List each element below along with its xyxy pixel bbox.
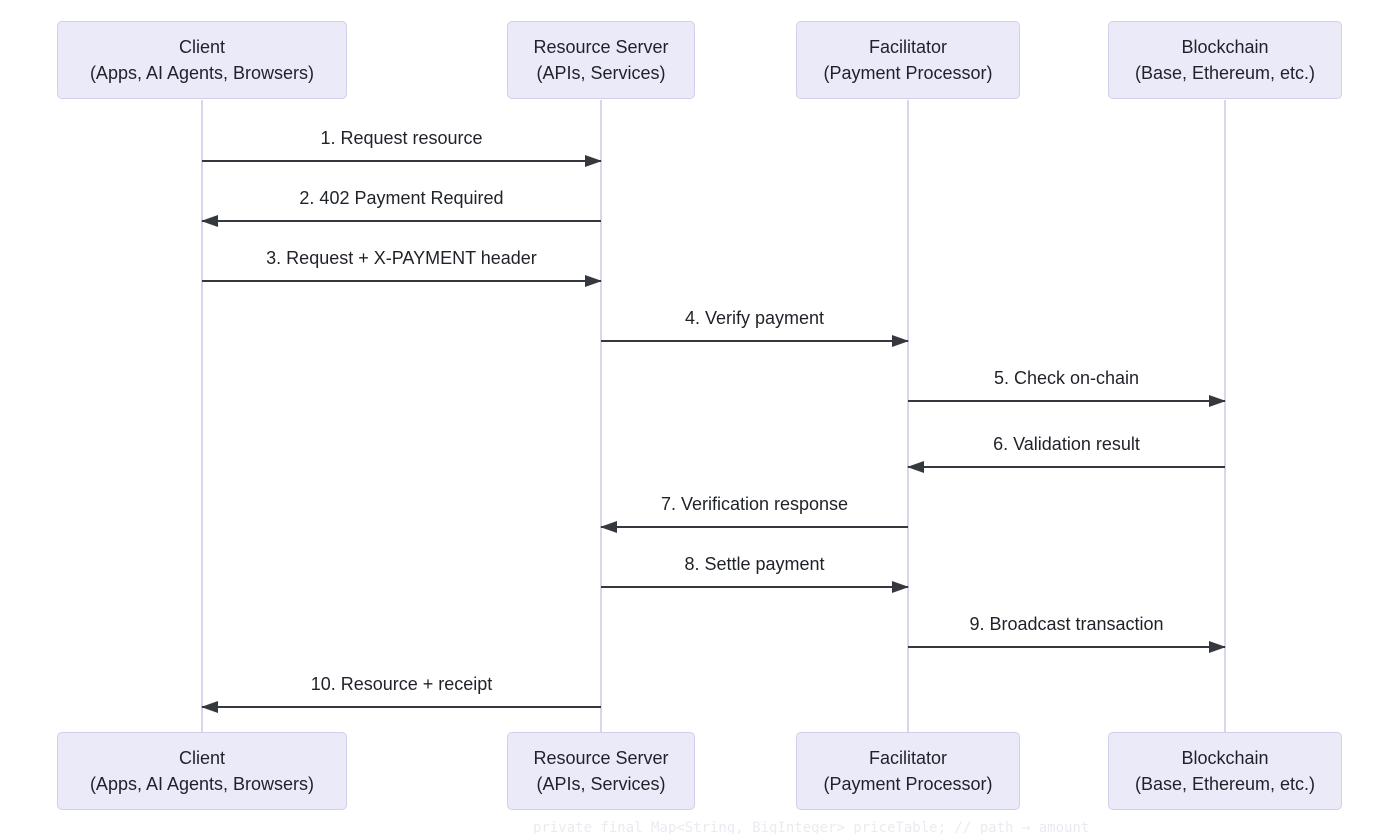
arrow-right-icon [202, 160, 601, 162]
message-label: 5. Check on-chain [993, 368, 1140, 388]
message-8-settle-payment: 8. Settle payment [601, 554, 908, 588]
message-label: 10. Resource + receipt [310, 674, 493, 694]
message-label: 7. Verification response [660, 494, 849, 514]
message-label: 1. Request resource [320, 128, 483, 148]
actor-box-resource-server-bottom: Resource Server (APIs, Services) [507, 732, 695, 810]
actor-box-blockchain-top: Blockchain (Base, Ethereum, etc.) [1108, 21, 1342, 99]
actor-subtitle: (Apps, AI Agents, Browsers) [89, 63, 315, 83]
actor-subtitle: (APIs, Services) [536, 774, 666, 794]
lifeline-blockchain [1224, 100, 1226, 733]
lifeline-client [201, 100, 203, 733]
actor-subtitle: (Base, Ethereum, etc.) [1134, 63, 1316, 83]
message-10-resource-receipt: 10. Resource + receipt [202, 674, 601, 708]
actor-name: Facilitator [868, 37, 948, 57]
actor-box-facilitator-bottom: Facilitator (Payment Processor) [796, 732, 1020, 810]
message-7-verification-response: 7. Verification response [601, 494, 908, 528]
arrow-left-icon [601, 526, 908, 528]
arrow-right-icon [601, 586, 908, 588]
arrow-left-icon [202, 220, 601, 222]
message-6-validation-result: 6. Validation result [908, 434, 1225, 468]
message-1-request-resource: 1. Request resource [202, 128, 601, 162]
actor-box-blockchain-bottom: Blockchain (Base, Ethereum, etc.) [1108, 732, 1342, 810]
actor-name: Client [178, 37, 226, 57]
actor-subtitle: (Payment Processor) [823, 774, 993, 794]
actor-name: Facilitator [868, 748, 948, 768]
actor-subtitle: (Apps, AI Agents, Browsers) [89, 774, 315, 794]
actor-name: Client [178, 748, 226, 768]
arrow-left-icon [202, 706, 601, 708]
lifeline-facilitator [907, 100, 909, 733]
actor-box-facilitator-top: Facilitator (Payment Processor) [796, 21, 1020, 99]
actor-name: Resource Server [533, 748, 669, 768]
message-2-402-payment-required: 2. 402 Payment Required [202, 188, 601, 222]
arrow-right-icon [908, 400, 1225, 402]
lifeline-resource-server [600, 100, 602, 733]
message-9-broadcast-transaction: 9. Broadcast transaction [908, 614, 1225, 648]
actor-box-client-bottom: Client (Apps, AI Agents, Browsers) [57, 732, 347, 810]
actor-name: Blockchain [1181, 37, 1269, 57]
message-label: 9. Broadcast transaction [969, 614, 1164, 634]
actor-subtitle: (Payment Processor) [823, 63, 993, 83]
arrow-right-icon [601, 340, 908, 342]
message-label: 2. 402 Payment Required [299, 188, 504, 208]
message-4-verify-payment: 4. Verify payment [601, 308, 908, 342]
actor-subtitle: (APIs, Services) [536, 63, 666, 83]
actor-name: Blockchain [1181, 748, 1269, 768]
arrow-left-icon [908, 466, 1225, 468]
message-label: 6. Validation result [993, 434, 1140, 454]
actor-name: Resource Server [533, 37, 669, 57]
arrow-right-icon [202, 280, 601, 282]
arrow-right-icon [908, 646, 1225, 648]
message-label: 8. Settle payment [684, 554, 825, 574]
background-code-text: private final Map<String, BigInteger> pr… [533, 820, 1090, 834]
actor-box-client-top: Client (Apps, AI Agents, Browsers) [57, 21, 347, 99]
actor-subtitle: (Base, Ethereum, etc.) [1134, 774, 1316, 794]
message-3-request-x-payment-header: 3. Request + X-PAYMENT header [202, 248, 601, 282]
message-label: 3. Request + X-PAYMENT header [266, 248, 537, 268]
actor-box-resource-server-top: Resource Server (APIs, Services) [507, 21, 695, 99]
message-5-check-on-chain: 5. Check on-chain [908, 368, 1225, 402]
message-label: 4. Verify payment [684, 308, 825, 328]
